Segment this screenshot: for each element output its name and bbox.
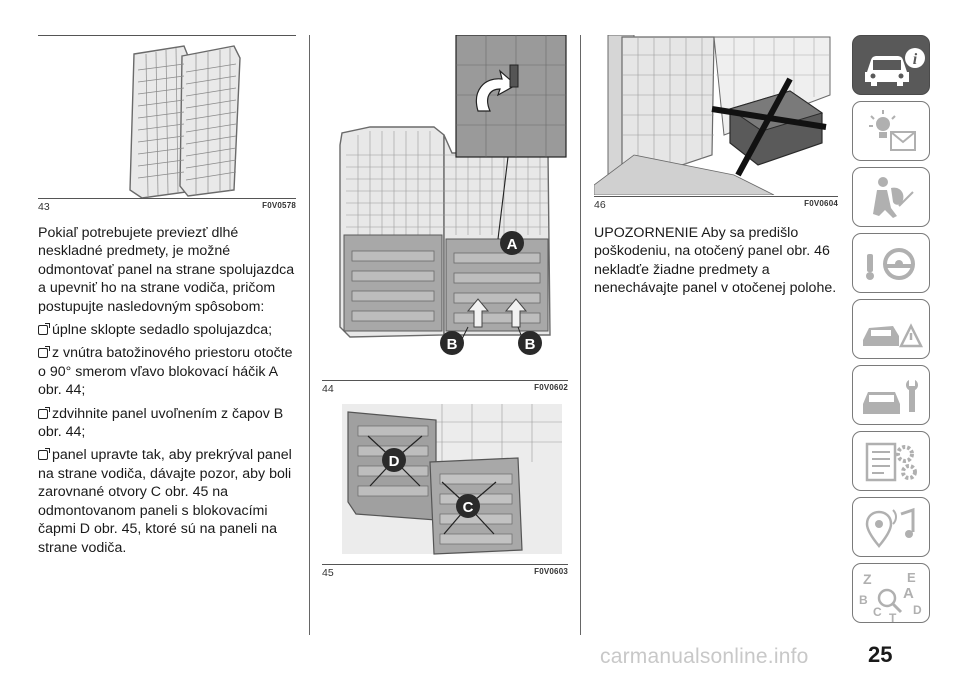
svg-text:Z: Z bbox=[863, 571, 872, 587]
figure-number: 43 bbox=[38, 201, 50, 213]
figure-number: 44 bbox=[322, 383, 334, 395]
figure-43: 43 F0V0578 bbox=[38, 35, 296, 213]
figure-code: F0V0603 bbox=[534, 567, 568, 576]
step-item: panel upravte tak, aby prekrýval panel n… bbox=[38, 447, 292, 556]
callout-B: B bbox=[525, 336, 536, 353]
left-text-column: Pokiaľ potrebujete previezť dlhé nesklad… bbox=[38, 224, 300, 562]
figure-46-image bbox=[594, 35, 831, 195]
callout-B: B bbox=[447, 336, 458, 353]
airbag-safety-icon bbox=[873, 177, 914, 218]
column-divider bbox=[580, 35, 581, 635]
column-divider bbox=[309, 35, 310, 635]
checkbox-bullet-icon bbox=[38, 323, 50, 336]
intro-paragraph: Pokiaľ potrebujete previezť dlhé nesklad… bbox=[38, 225, 295, 315]
step-item: z vnútra batožinového priestoru otočte o… bbox=[38, 345, 293, 399]
svg-text:i: i bbox=[913, 51, 918, 68]
svg-text:D: D bbox=[913, 603, 922, 617]
callout-D: D bbox=[389, 453, 400, 470]
caption-rule bbox=[322, 564, 568, 565]
emergency-icon bbox=[863, 323, 924, 348]
car-info-icon: i bbox=[865, 48, 925, 86]
step-item: úplne sklopte sedadlo spolujazdca; bbox=[38, 321, 300, 339]
svg-text:A: A bbox=[903, 585, 914, 602]
figure-43-image bbox=[129, 45, 241, 199]
figure-number: 46 bbox=[594, 199, 606, 211]
maintenance-icon bbox=[863, 380, 918, 414]
checkbox-bullet-icon bbox=[38, 346, 50, 359]
caption-rule bbox=[594, 196, 838, 197]
warning-lights-icon bbox=[869, 110, 916, 151]
nav-tab-maintenance[interactable] bbox=[852, 365, 930, 425]
figure-code: F0V0602 bbox=[534, 383, 568, 392]
nav-tab-dashboard[interactable] bbox=[852, 101, 930, 161]
nav-tab-index[interactable]: Z E B A C T D bbox=[852, 563, 930, 625]
steering-wheel-icon bbox=[866, 248, 915, 280]
nav-tab-driving[interactable] bbox=[852, 233, 930, 293]
checkbox-bullet-icon bbox=[38, 406, 50, 419]
svg-text:E: E bbox=[907, 570, 916, 585]
figure-top-rule bbox=[38, 35, 296, 36]
step-item: zdvihnite panel uvoľnením z čapov B obr.… bbox=[38, 405, 284, 441]
figure-44-image: A B B bbox=[339, 35, 567, 355]
multimedia-icon bbox=[865, 507, 915, 548]
watermark: carmanualsonline.info bbox=[600, 645, 809, 668]
nav-tab-emergency[interactable] bbox=[852, 299, 930, 359]
checkbox-bullet-icon bbox=[38, 448, 50, 461]
figure-46: 46 F0V0604 bbox=[594, 35, 838, 215]
nav-tab-multimedia[interactable] bbox=[852, 497, 930, 557]
figure-number: 45 bbox=[322, 567, 334, 579]
figure-44: A B B 44 F0V0602 bbox=[322, 35, 568, 395]
figure-code: F0V0604 bbox=[804, 199, 838, 208]
callout-A: A bbox=[507, 236, 518, 253]
page-number: 25 bbox=[868, 642, 893, 667]
caption-rule bbox=[322, 380, 568, 381]
figure-45-image: D C bbox=[342, 404, 562, 555]
warning-paragraph: UPOZORNENIE Aby sa predišlo poškodeniu, … bbox=[594, 225, 837, 297]
figure-45: D C 45 F0V0603 bbox=[322, 402, 568, 582]
right-text-column: UPOZORNENIE Aby sa predišlo poškodeniu, … bbox=[594, 224, 838, 303]
nav-tab-technical-data[interactable] bbox=[852, 431, 930, 491]
index-icon: Z E B A C T D bbox=[859, 570, 922, 625]
svg-text:T: T bbox=[889, 611, 897, 624]
svg-text:C: C bbox=[873, 605, 882, 619]
nav-tab-vehicle-knowledge[interactable]: i bbox=[852, 35, 930, 95]
technical-data-icon bbox=[865, 442, 917, 482]
figure-code: F0V0578 bbox=[262, 201, 296, 210]
callout-C: C bbox=[463, 499, 474, 516]
svg-text:B: B bbox=[859, 593, 868, 607]
nav-tab-safety[interactable] bbox=[852, 167, 930, 227]
caption-rule bbox=[38, 198, 296, 199]
